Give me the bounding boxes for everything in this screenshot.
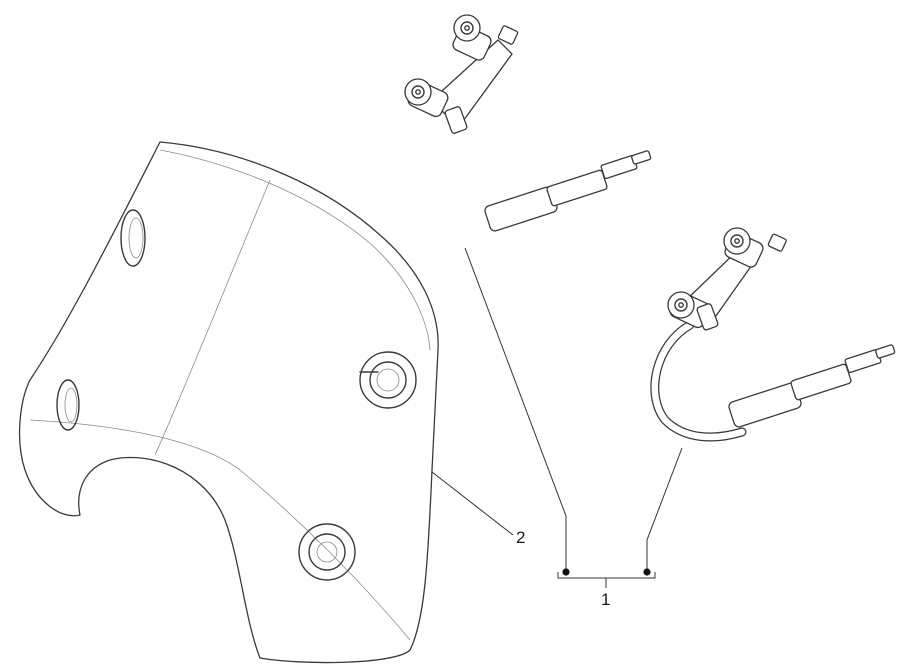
windshield-cover-icon[interactable] bbox=[18, 141, 439, 664]
banjo-fitting-icon bbox=[667, 291, 719, 331]
banjo-fitting-icon bbox=[452, 14, 519, 61]
banjo-fitting-icon bbox=[723, 227, 787, 268]
callout-2: 2 bbox=[516, 528, 525, 547]
brake-hose-assembly-lower-icon[interactable] bbox=[650, 227, 896, 442]
banjo-fitting-icon bbox=[404, 78, 468, 134]
brake-hose-assembly-upper-icon[interactable] bbox=[403, 14, 652, 243]
mount-hole-upper-left-icon bbox=[120, 209, 146, 267]
leader-lines bbox=[431, 247, 683, 588]
mount-grommet-right-icon bbox=[359, 351, 417, 409]
callout-1: 1 bbox=[601, 590, 610, 609]
mount-grommet-bottom-icon bbox=[298, 523, 356, 581]
mount-hole-lower-left-icon bbox=[56, 379, 80, 431]
